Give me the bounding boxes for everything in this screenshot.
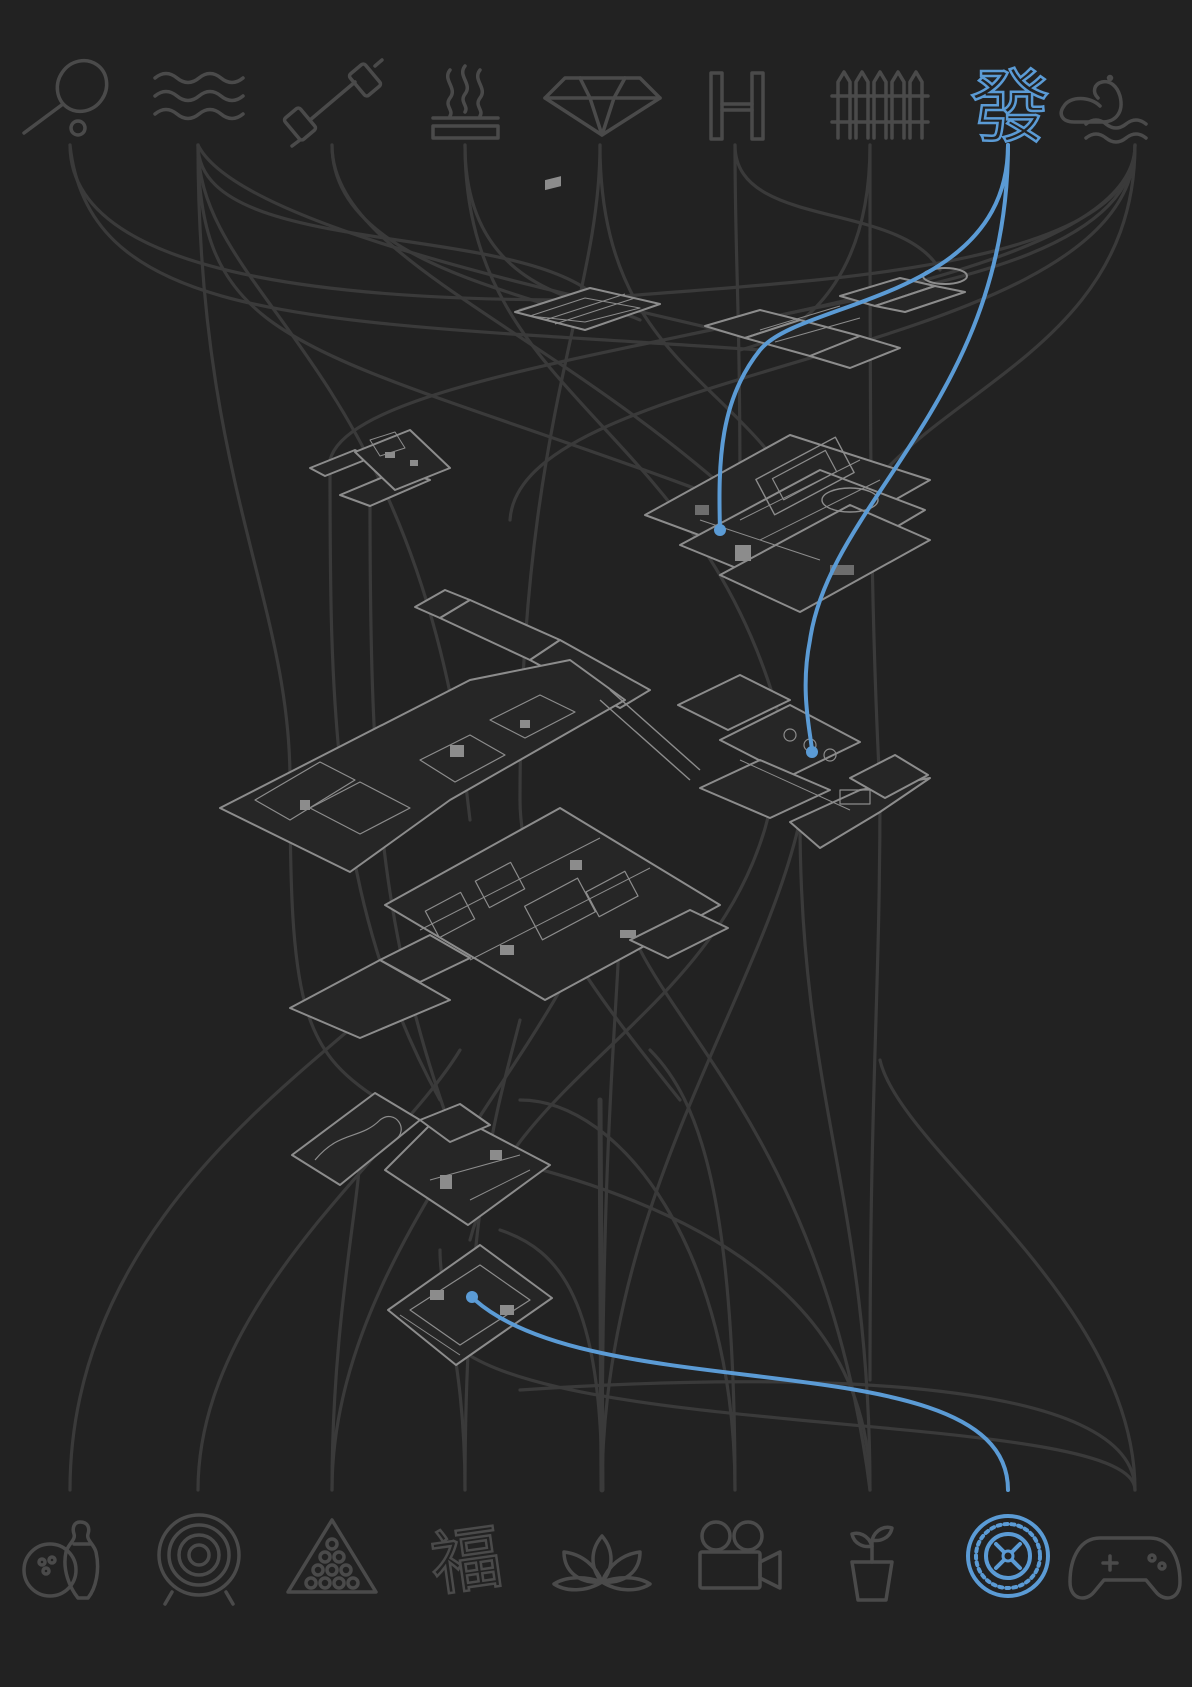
game-controller-icon[interactable]: [1068, 1536, 1182, 1600]
duck-pond-icon[interactable]: [1059, 74, 1148, 144]
dumbbell-icon[interactable]: [282, 58, 384, 148]
mahjong-fa-icon[interactable]: 發: [969, 60, 1052, 156]
tennis-racket-icon[interactable]: [22, 51, 117, 137]
bottom-icon-row: [22, 1513, 1182, 1606]
fa-to-club-connector: [717, 143, 1010, 532]
ground-long-wing-plan: [219, 589, 701, 873]
billiards-rack-icon[interactable]: [286, 1518, 378, 1594]
calligraphy-fortune-icon[interactable]: 福: [425, 1514, 508, 1607]
bowling-icon[interactable]: [22, 1520, 100, 1600]
potted-plant-icon[interactable]: [850, 1525, 894, 1602]
top-icon-row: [22, 51, 1148, 148]
hotel-h-icon[interactable]: [709, 71, 765, 141]
lower-garden-plan: [291, 1092, 551, 1226]
casino-chip-icon[interactable]: [966, 1514, 1050, 1598]
fa-to-pavilion-connector: [803, 143, 1010, 752]
lotus-spa-icon[interactable]: [552, 1534, 652, 1592]
swimming-waves-icon[interactable]: [153, 71, 245, 121]
basement-plan: [387, 1244, 553, 1366]
basement-node: [466, 1291, 478, 1303]
calligraphy-fortune-glyph: 福: [426, 1516, 507, 1607]
chip-to-basement-connector: [473, 1298, 1010, 1492]
mahjong-fa-glyph: 發: [970, 61, 1050, 154]
garden-fence-icon[interactable]: [830, 70, 930, 140]
archery-target-icon[interactable]: [157, 1513, 241, 1606]
upper-wing-plan: [309, 429, 451, 507]
main-hall-plan: [289, 807, 729, 1039]
pavilion-node: [806, 746, 818, 758]
club-node: [714, 524, 726, 536]
movie-camera-icon[interactable]: [698, 1520, 782, 1590]
highlight-connectors: [473, 143, 1010, 1492]
diamond-icon[interactable]: [543, 76, 662, 137]
highlight-nodes: [466, 524, 818, 1303]
east-pavilion-plan: [677, 674, 931, 849]
sauna-steam-icon[interactable]: [431, 64, 500, 140]
center-stem: [597, 1097, 605, 1493]
